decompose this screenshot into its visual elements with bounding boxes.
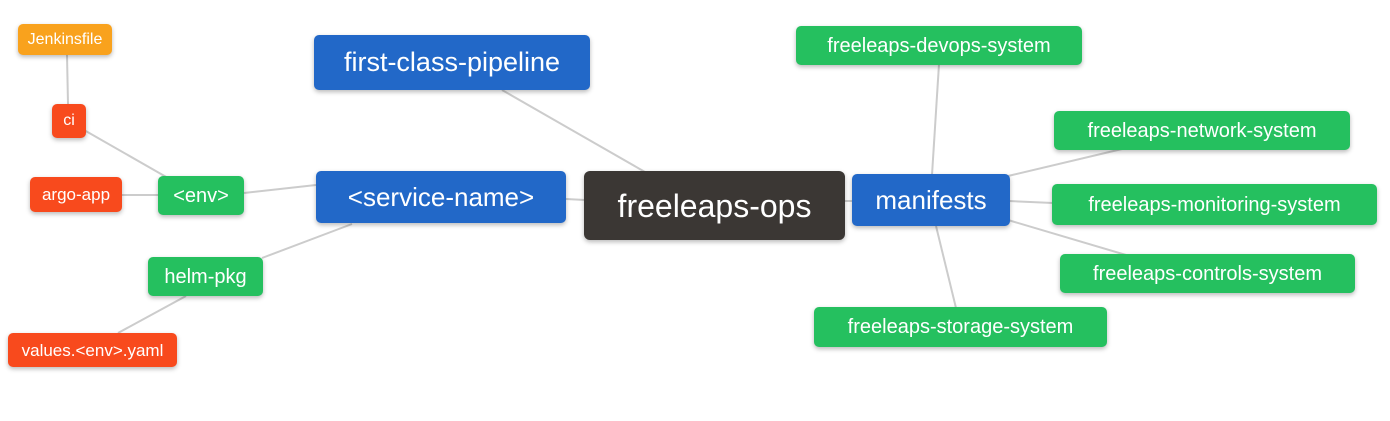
- node-freeleaps-controls-system[interactable]: freeleaps-controls-system: [1060, 254, 1355, 293]
- node-helm-pkg[interactable]: helm-pkg: [148, 257, 263, 296]
- node-freeleaps-monitoring-system[interactable]: freeleaps-monitoring-system: [1052, 184, 1377, 225]
- node-ci[interactable]: ci: [52, 104, 86, 138]
- edge-ci-env: [83, 129, 169, 179]
- edge-values-helm-pkg: [117, 295, 187, 334]
- edge-service-name-freeleaps-ops: [565, 198, 586, 201]
- node-freeleaps-devops-system[interactable]: freeleaps-devops-system: [796, 26, 1082, 65]
- node-service-name[interactable]: <service-name>: [316, 171, 566, 223]
- node-argo-app[interactable]: argo-app: [30, 177, 122, 212]
- node-freeleaps-storage-system[interactable]: freeleaps-storage-system: [814, 307, 1107, 347]
- edge-env-service-name: [243, 184, 317, 194]
- edge-pipeline-freeleaps-ops: [501, 89, 646, 173]
- edge-manifests-controls-system: [1007, 219, 1127, 256]
- node-jenkinsfile[interactable]: Jenkinsfile: [18, 24, 112, 55]
- node-env[interactable]: <env>: [158, 176, 244, 215]
- node-manifests[interactable]: manifests: [852, 174, 1010, 226]
- edge-manifests-devops-system: [931, 63, 940, 176]
- edge-helm-pkg-service-name: [261, 223, 353, 259]
- node-first-class-pipeline[interactable]: first-class-pipeline: [314, 35, 590, 90]
- node-freeleaps-network-system[interactable]: freeleaps-network-system: [1054, 111, 1350, 150]
- node-values-env-yaml[interactable]: values.<env>.yaml: [8, 333, 177, 367]
- edge-manifests-storage-system: [935, 225, 957, 309]
- edge-manifests-network-system: [1007, 148, 1123, 177]
- edge-jenkinsfile-ci: [66, 54, 69, 105]
- node-freeleaps-ops[interactable]: freeleaps-ops: [584, 171, 845, 240]
- edge-manifests-monitoring-system: [1008, 200, 1054, 204]
